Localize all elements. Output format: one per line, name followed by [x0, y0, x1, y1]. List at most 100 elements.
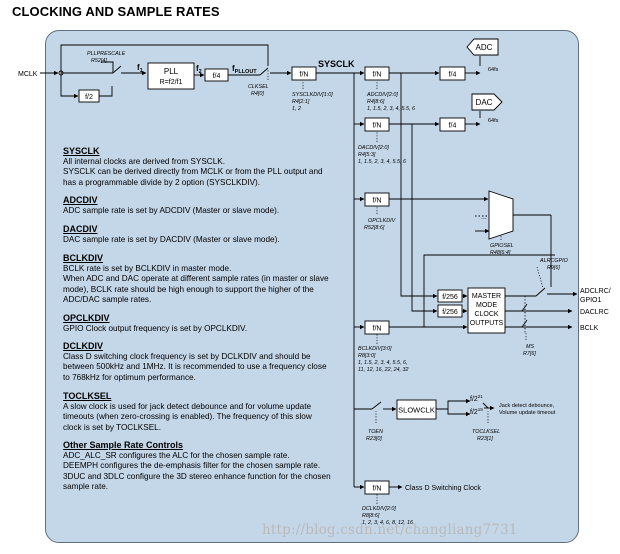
slowclk-label: SLOWCLK — [398, 406, 435, 415]
adc-block — [466, 38, 499, 56]
alrcgpio-reg: R9[6] — [547, 265, 560, 271]
dclkdiv-reg: R8[8:6] — [362, 513, 380, 519]
diagram-panel — [45, 30, 579, 543]
adcdiv-box-label: f/N — [373, 72, 382, 79]
desc-line: When ADC and DAC operate at different sa… — [63, 274, 329, 284]
desc-heading: Other Sample Rate Controls — [63, 440, 184, 450]
desc-line: ADC/DAC sample rates. — [63, 294, 152, 304]
mmco-line-3: CLOCK — [474, 311, 498, 318]
mclk-label: MCLK — [18, 71, 38, 78]
toen-name: TOEN — [368, 429, 383, 435]
opclkdiv-name: OPCLKDIV — [368, 218, 397, 224]
desc-line: between 500kHz and 1MHz. It is recommend… — [63, 362, 327, 372]
dacdiv-box-label: f/N — [373, 123, 382, 130]
classd-label: Class D Switching Clock — [405, 485, 481, 492]
sysclk-label: SYSCLK — [318, 59, 355, 69]
dac-div4-label: f/4 — [449, 123, 457, 130]
desc-bclkdiv: BCLKDIV BCLK rate is set by BCLKDIV in m… — [63, 253, 333, 305]
desc-dclkdiv: DCLKDIV Class D switching clock frequenc… — [63, 341, 333, 383]
pllprescale-reg: R52[4] — [91, 58, 107, 64]
dacdiv-reg: R4[5:3] — [358, 152, 376, 158]
dacdiv-name: DACDIV[2:0] — [358, 145, 389, 151]
f2-label: f2 — [196, 64, 202, 75]
daclrc-label: DACLRC — [580, 309, 609, 316]
mux-dots: ... — [481, 214, 487, 221]
sysclkdiv-box-label: f/N — [300, 72, 309, 79]
dac-f256-label: f/256 — [442, 309, 458, 316]
opclkdiv-box-label: f/N — [373, 198, 382, 205]
gpiosel-reg: R48[6:4] — [490, 250, 511, 256]
toclksel-reg: R23[1] — [477, 436, 493, 442]
sysclkdiv-name: SYSCLKDIV[1:0] — [292, 92, 333, 98]
desc-line: mode), BCLK rate should be high enough t… — [63, 284, 314, 294]
adcdiv-values: 1, 1.5, 2, 3, 4, 5.5, 6 — [367, 106, 415, 112]
jack-label-1: Jack detect debounce, — [499, 403, 555, 409]
ms-name: MS — [526, 344, 534, 350]
gpio1-label: GPIO1 — [580, 297, 602, 304]
desc-adcdiv: ADCDIV ADC sample rate is set by ADCDIV … — [63, 195, 333, 216]
dac-div4-box — [439, 117, 466, 132]
pll-box — [147, 62, 195, 90]
desc-line: All internal clocks are derived from SYS… — [63, 157, 225, 166]
dacdiv-box — [364, 117, 390, 132]
gpiosel-name: GPIOSEL — [490, 243, 514, 249]
desc-other: Other Sample Rate Controls ADC_ALC_SR co… — [63, 440, 333, 492]
pll-label: PLL — [164, 67, 179, 76]
bclk-label: BCLK — [580, 325, 599, 332]
dclkdiv-name: DCLKDIV[2:0] — [362, 506, 396, 512]
sysclkdiv-box — [291, 66, 317, 81]
desc-heading: OPCLKDIV — [63, 313, 110, 323]
mmco-line-4: OUTPUTS — [470, 320, 504, 327]
adcdiv-box — [364, 66, 390, 81]
watermark-text: http://blog.csdn.net/changliang7731 — [262, 522, 518, 538]
ms-reg: R7[6] — [523, 351, 536, 357]
jack-label-2: Volume update timeout — [499, 410, 556, 416]
desc-line: GPIO Clock output frequency is set by OP… — [63, 324, 247, 333]
page-title: CLOCKING AND SAMPLE RATES — [12, 4, 220, 19]
adclrc-label: ADCLRC/ — [580, 288, 611, 295]
desc-heading: ADCDIV — [63, 195, 98, 205]
desc-dacdiv: DACDIV DAC sample rate is set by DACDIV … — [63, 224, 333, 245]
div2-label: f/2 — [85, 94, 93, 101]
desc-line: ADC_ALC_SR configures the ALC for the ch… — [63, 451, 290, 460]
opclkdiv-box — [364, 192, 390, 207]
alrcgpio-name: ALRCGPIO — [539, 258, 569, 264]
desc-line: DAC sample rate is set by DACDIV (Master… — [63, 235, 280, 244]
desc-line: timeouts (when zero-crossing is enabled)… — [63, 412, 312, 422]
adc-div4-label: f/4 — [449, 72, 457, 79]
desc-heading: DCLKDIV — [63, 341, 103, 351]
pll-ratio: R=f2/f1 — [160, 79, 183, 86]
sysclkdiv-reg: R4[2:1] — [292, 99, 310, 105]
dacdiv-values: 1, 1.5, 2, 3, 4, 5.5, 6 — [358, 159, 406, 165]
fpllout-label: fPLLOUT — [232, 64, 257, 75]
desc-line: Class D switching clock frequency is set… — [63, 352, 311, 361]
opclkdiv-reg: R52[8:6] — [364, 225, 385, 231]
pll-div4-box — [204, 68, 229, 82]
clksel-reg: R4[0] — [251, 91, 264, 97]
bclkdiv-values-1: 1, 1.5, 2, 3, 4, 5.5, 6, — [358, 360, 407, 366]
pow21-label: f/221 — [470, 394, 483, 403]
bclkdiv-name: BCLKDIV[3:0] — [358, 346, 392, 352]
pow19-label: f/219 — [470, 407, 483, 416]
bclkdiv-values-2: 11, 12, 16, 22, 24, 32 — [358, 367, 409, 373]
dac-rate-label: 64fs — [488, 118, 499, 124]
adc-f256-label: f/256 — [442, 294, 458, 301]
adcdiv-name: ADCDIV[2:0] — [366, 92, 398, 98]
desc-line: DEEMPH configures the de-emphasis filter… — [63, 461, 321, 471]
desc-line: to 768kHz for optimum performance. — [63, 372, 196, 382]
desc-line: A slow clock is used for jack detect deb… — [63, 402, 312, 411]
master-mode-box — [467, 287, 506, 334]
desc-line: has a programmable divide by 2 option (S… — [63, 177, 261, 187]
pllprescale-name: PLLPRESCALE — [87, 51, 126, 57]
desc-line: 3DUC and 3DLC configure the 3D stereo en… — [63, 471, 331, 481]
dac-label: DAC — [476, 98, 493, 107]
bclkdiv-reg: R8[3:0] — [358, 353, 376, 359]
desc-line: ADC sample rate is set by ADCDIV (Master… — [63, 206, 280, 215]
adc-div4-box — [439, 66, 466, 81]
toclksel-name: TOCLKSEL — [472, 429, 500, 435]
dclkdiv-box — [364, 480, 390, 495]
desc-heading: TOCLKSEL — [63, 391, 112, 401]
desc-heading: DACDIV — [63, 224, 98, 234]
desc-toclksel: TOCLKSEL A slow clock is used for jack d… — [63, 391, 333, 433]
